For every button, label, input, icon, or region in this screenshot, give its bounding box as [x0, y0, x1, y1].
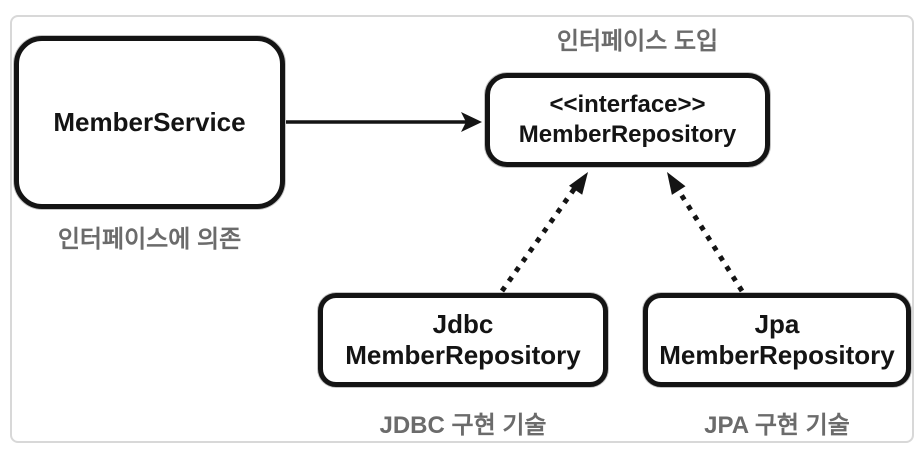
jdbc-implementation-label: JDBC 구현 기술 — [379, 412, 547, 439]
jpa-box-line1: Jpa — [754, 309, 800, 339]
jpa-realization-arrow-line — [674, 186, 745, 293]
jpa-realization-arrowhead — [667, 172, 686, 195]
depends-on-interface-label: 인터페이스에 의존 — [57, 226, 242, 253]
jdbc-realization-arrow-line — [499, 183, 580, 293]
jdbc-box-line1: Jdbc — [432, 309, 494, 339]
jpa-implementation-label: JPA 구현 기술 — [704, 412, 850, 439]
jdbc-realization-arrowhead — [569, 172, 588, 195]
jdbc-box-line2: MemberRepository — [345, 340, 581, 370]
interface-name: MemberRepository — [518, 121, 737, 148]
interface-introduction-label: 인터페이스 도입 — [556, 28, 719, 55]
jdbc-member-repository-box: Jdbc MemberRepository — [318, 293, 608, 387]
member-service-box: MemberService — [14, 36, 285, 209]
dependency-arrowhead — [461, 112, 482, 132]
member-repository-interface-box: <<interface>> MemberRepository — [485, 73, 770, 167]
jpa-member-repository-box: Jpa MemberRepository — [643, 293, 911, 387]
interface-stereotype: <<interface>> — [549, 91, 706, 118]
member-service-name: MemberService — [53, 107, 246, 137]
jpa-box-line2: MemberRepository — [659, 340, 895, 370]
